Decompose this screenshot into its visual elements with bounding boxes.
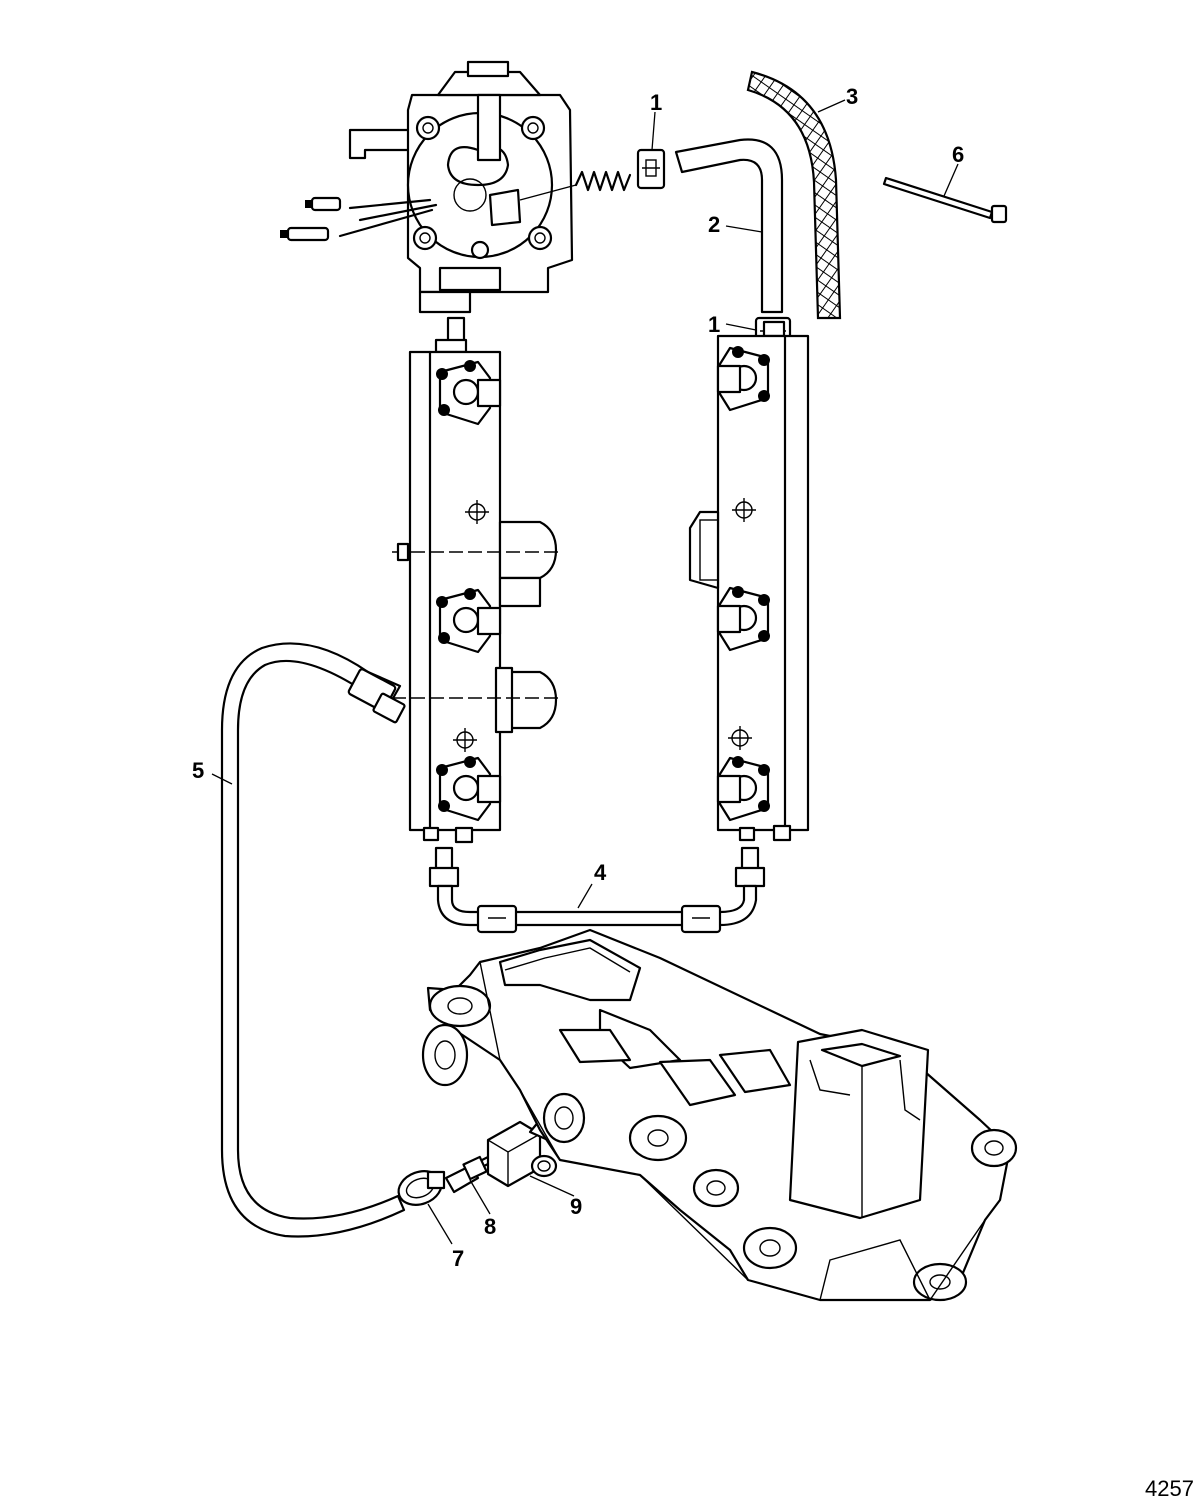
adaptor-plate	[421, 928, 1018, 1302]
braided-sleeve	[746, 70, 842, 320]
callout-4: 4	[594, 860, 607, 885]
callout-7: 7	[452, 1246, 464, 1271]
crossover-hose	[428, 846, 766, 934]
hose-clamp-upper	[636, 148, 666, 190]
fuel-rail-right	[688, 320, 810, 842]
callout-2: 2	[708, 212, 720, 237]
fuel-pump-assembly	[280, 60, 632, 314]
long-fuel-hose	[220, 642, 406, 1238]
leader-lines	[211, 99, 959, 1245]
cable-tie	[882, 176, 1008, 224]
callout-6: 6	[952, 142, 964, 167]
figure-id: 4257	[1145, 1476, 1194, 1501]
callout-1-upper: 1	[650, 90, 662, 115]
callout-1-lower: 1	[708, 312, 720, 337]
callout-8: 8	[484, 1214, 496, 1239]
callout-9: 9	[570, 1194, 582, 1219]
fuel-hose-elbow	[674, 138, 784, 314]
fuel-rail-left	[392, 316, 560, 844]
callout-3: 3	[846, 84, 858, 109]
callout-5: 5	[192, 758, 204, 783]
hose-clamp-small	[397, 1170, 446, 1206]
